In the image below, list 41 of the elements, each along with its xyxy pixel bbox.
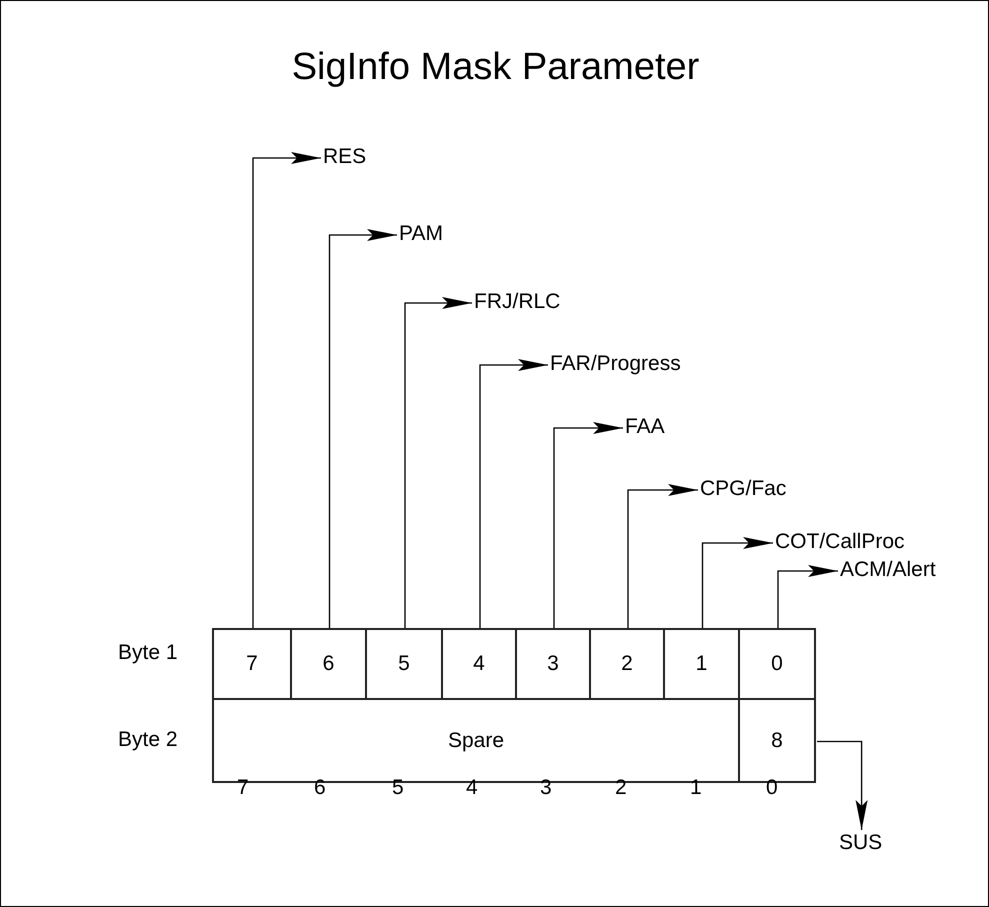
arrow (553, 422, 623, 629)
flag-name: PAM (399, 222, 443, 246)
bit-number: 4 (473, 652, 485, 676)
arrow (817, 740, 868, 830)
bit-number: 7 (246, 652, 258, 676)
flag-name: FAR/Progress (550, 352, 681, 376)
bit-number: 1 (696, 652, 708, 676)
bit-field-cell (212, 628, 292, 700)
flag-name: CPG/Fac (700, 477, 786, 501)
bit-position-label: 2 (615, 776, 627, 800)
flag-name: COT/CallProc (775, 530, 905, 554)
flag-name: FAA (625, 415, 665, 439)
bit-position-label: 4 (466, 776, 478, 800)
bit-number: 0 (771, 652, 783, 676)
arrow (479, 359, 548, 629)
bit-position-label: 6 (314, 776, 326, 800)
byte-label: Byte 1 (118, 641, 178, 665)
arrow (702, 537, 773, 629)
bit-number: 2 (621, 652, 633, 676)
arrow (627, 484, 698, 629)
flag-name: SUS (839, 831, 882, 855)
bit-position-label: 3 (540, 776, 552, 800)
flag-name: RES (323, 145, 366, 169)
bit-number: Spare (448, 728, 504, 752)
bit-number: 6 (322, 652, 334, 676)
bit-number: 3 (547, 652, 559, 676)
arrow (777, 565, 838, 629)
bit-position-label: 5 (392, 776, 404, 800)
bit-field-cell (738, 628, 816, 700)
arrow (252, 152, 321, 629)
bit-position-label: 0 (766, 776, 778, 800)
flag-name: FRJ/RLC (474, 290, 560, 314)
bit-position-label: 7 (237, 776, 249, 800)
flag-name: ACM/Alert (840, 558, 936, 582)
arrow (328, 229, 397, 629)
byte-label: Byte 2 (118, 728, 178, 752)
bit-number: 5 (398, 652, 410, 676)
diagram-title: SigInfo Mask Parameter (290, 45, 700, 89)
bit-number: 8 (771, 728, 783, 752)
bit-position-label: 1 (690, 776, 702, 800)
arrow (404, 297, 472, 629)
